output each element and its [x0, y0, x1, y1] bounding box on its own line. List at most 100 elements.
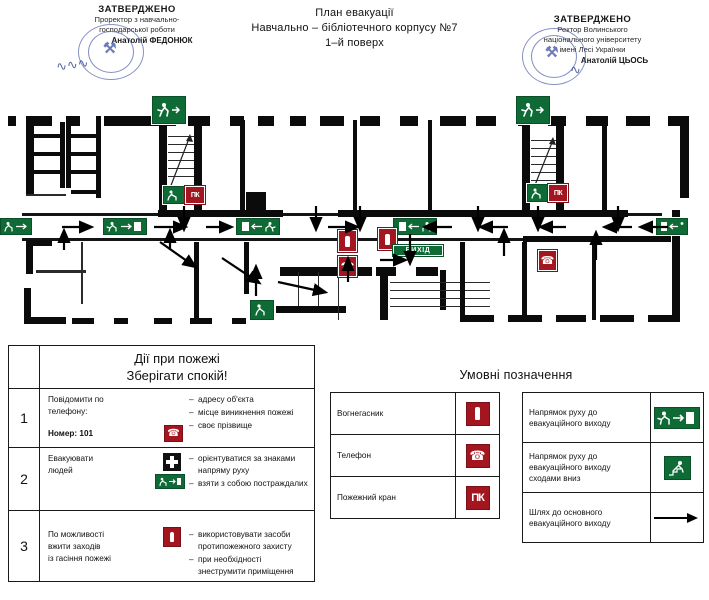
- action-row-main: Евакуювати людей: [40, 448, 187, 510]
- page-title: План евакуації Навчально – бібліотечного…: [232, 6, 477, 51]
- hall-stair-line2: [390, 290, 490, 291]
- running-man-down-icon: [252, 302, 272, 318]
- approval-block-left: ЗАТВЕРДЖЕНО Проректор з навчально- госпо…: [42, 4, 232, 45]
- exit-sign-far-left: [0, 218, 32, 235]
- hydrant-label: ПК: [190, 191, 200, 199]
- legend-panel: Умовні позначення Вогнегасник Телефон ☎ …: [330, 368, 704, 568]
- actions-title-line2: Зберігати спокій!: [126, 368, 228, 383]
- hall-stair-line3: [390, 298, 490, 299]
- wall-right-outer: [672, 210, 680, 320]
- legend-title: Умовні позначення: [459, 368, 573, 382]
- table-row: 1 Повідомити по телефону: Номер: 101 ☎ а…: [9, 389, 314, 448]
- action-row-number: 2: [9, 448, 40, 510]
- wall-right-room-vert-2: [522, 242, 527, 320]
- evacuation-arrows-layer: [57, 206, 668, 297]
- list-item: Вогнегасник: [331, 393, 499, 435]
- list-item: Напрямок руху до евакуаційного виходу: [523, 393, 703, 443]
- legend-icon-cell: ☎: [455, 435, 499, 476]
- wall-top-11: [290, 116, 306, 126]
- wall-right-room-vert-1: [460, 242, 465, 320]
- wall-top-16: [476, 116, 496, 126]
- plan-title-line2: Навчально – бібліотечного корпусу №7: [251, 22, 458, 34]
- wall-hall-top-3: [416, 267, 438, 276]
- wall-left-room-vert: [60, 122, 65, 188]
- wall-bottom-right-4: [600, 315, 634, 322]
- wall-bottom-6: [232, 318, 246, 324]
- wall-bottom-2: [72, 318, 94, 324]
- list-item: використовувати засоби протипожежного за…: [189, 529, 310, 553]
- stairwell-left-treads5: [168, 168, 194, 169]
- stairwell-left-treads6: [168, 176, 194, 177]
- exit-sign-left-stair: [163, 186, 185, 204]
- extinguisher-icon: [163, 527, 181, 547]
- approval-right-line1: Ректор Волинського: [557, 25, 628, 34]
- legend-label: Вогнегасник: [337, 409, 384, 418]
- legend-label: Напрямок руху до евакуаційного виходу сх…: [529, 452, 611, 483]
- wall-bottom-right-2: [508, 315, 542, 322]
- running-man-arrow-icon: [238, 220, 278, 233]
- list-item: Шлях до основного евакуаційного виходу: [523, 493, 703, 542]
- legend-label: Пожежний кран: [337, 493, 396, 502]
- wall-lower-left-stub: [26, 240, 52, 246]
- stairwell-left-wall-b: [194, 124, 202, 212]
- wall-top-14: [400, 116, 418, 126]
- wall-top-2: [26, 116, 52, 126]
- action-main-line3: із гасіння пожежі: [48, 554, 112, 563]
- actions-title-line1: Дії при пожежі: [134, 351, 220, 366]
- first-aid-icon: [163, 453, 181, 471]
- actions-header-title: Дії при пожежі Зберігати спокій!: [40, 350, 314, 384]
- extinguisher-body-icon: [345, 235, 350, 247]
- wall-bottom-right-3: [556, 315, 586, 322]
- stairwell-right-direction-arrow: [532, 137, 556, 191]
- approval-left-title: ЗАТВЕРДЖЕНО: [98, 4, 176, 15]
- wall-top-1: [8, 116, 16, 126]
- wall-mid-room-div1: [71, 134, 99, 138]
- action-main-line1: По можливості: [48, 530, 105, 539]
- wall-partition-right-1: [602, 120, 607, 215]
- wall-lower-left-room: [24, 288, 31, 323]
- fire-actions-table: Дії при пожежі Зберігати спокій! 1 Повід…: [8, 345, 315, 582]
- list-item: своє прізвище: [189, 420, 310, 432]
- stamp-seal-right: [522, 28, 586, 85]
- wall-lower-left-outer: [26, 240, 33, 274]
- stamp-seal-left-inner: [88, 31, 134, 73]
- wall-lower-right-vert: [244, 242, 249, 294]
- approval-left-line2: господарської роботи: [99, 25, 175, 34]
- wall-left-room-div3: [34, 170, 64, 174]
- wall-top-23: [668, 116, 688, 126]
- wall-mid-room-div2: [71, 152, 99, 156]
- wall-top-15: [440, 116, 466, 126]
- hall-stair-line4: [390, 306, 490, 307]
- running-man-down-icon: [529, 186, 547, 200]
- list-item: місце виникнення пожежі: [189, 407, 310, 419]
- approval-right-signature: Анатолій ЦЬОСЬ: [580, 56, 649, 65]
- action-main-line3: Номер: 101: [48, 429, 94, 438]
- list-item: Телефон ☎: [331, 435, 499, 477]
- wall-partition-3: [428, 120, 432, 214]
- telephone-icon: ☎: [164, 425, 183, 442]
- phone-icon-2: ☎: [540, 255, 555, 267]
- stairwell-right-treads3: [531, 156, 556, 157]
- stairwell-right-treads2: [531, 148, 556, 149]
- wall-bottom-right-5: [648, 315, 680, 322]
- wall-mid-room-right: [96, 116, 101, 198]
- action-row-main: По можливості вжити заходів із гасіння п…: [40, 511, 187, 581]
- wall-bottom-4: [154, 318, 172, 324]
- stairwell-left-wall-a: [159, 124, 167, 212]
- wall-bottom-1: [24, 317, 66, 324]
- fire-hydrant-left-stair: ПК: [184, 185, 206, 205]
- stairwell-right-treads6: [531, 180, 556, 181]
- wall-left-sill: [26, 194, 66, 196]
- table-row: 3 По можливості вжити заходів із гасіння…: [9, 511, 314, 581]
- wall-top-12: [320, 116, 344, 126]
- stairwell-right-wall-a: [522, 124, 530, 212]
- list-item: Пожежний кран ПК: [331, 477, 499, 518]
- corridor-wall-upper-thick-1: [158, 210, 283, 217]
- actions-header-num-cell: [9, 346, 40, 388]
- wall-hall-top: [280, 267, 372, 276]
- action-main-line2: людей: [48, 466, 73, 475]
- fire-hydrant-icon: ПК: [465, 485, 490, 510]
- fire-extinguisher-center-right: [377, 227, 398, 251]
- legend-icon-cell: [650, 393, 703, 442]
- floorplan-drawing: ПК ПК: [0, 96, 701, 324]
